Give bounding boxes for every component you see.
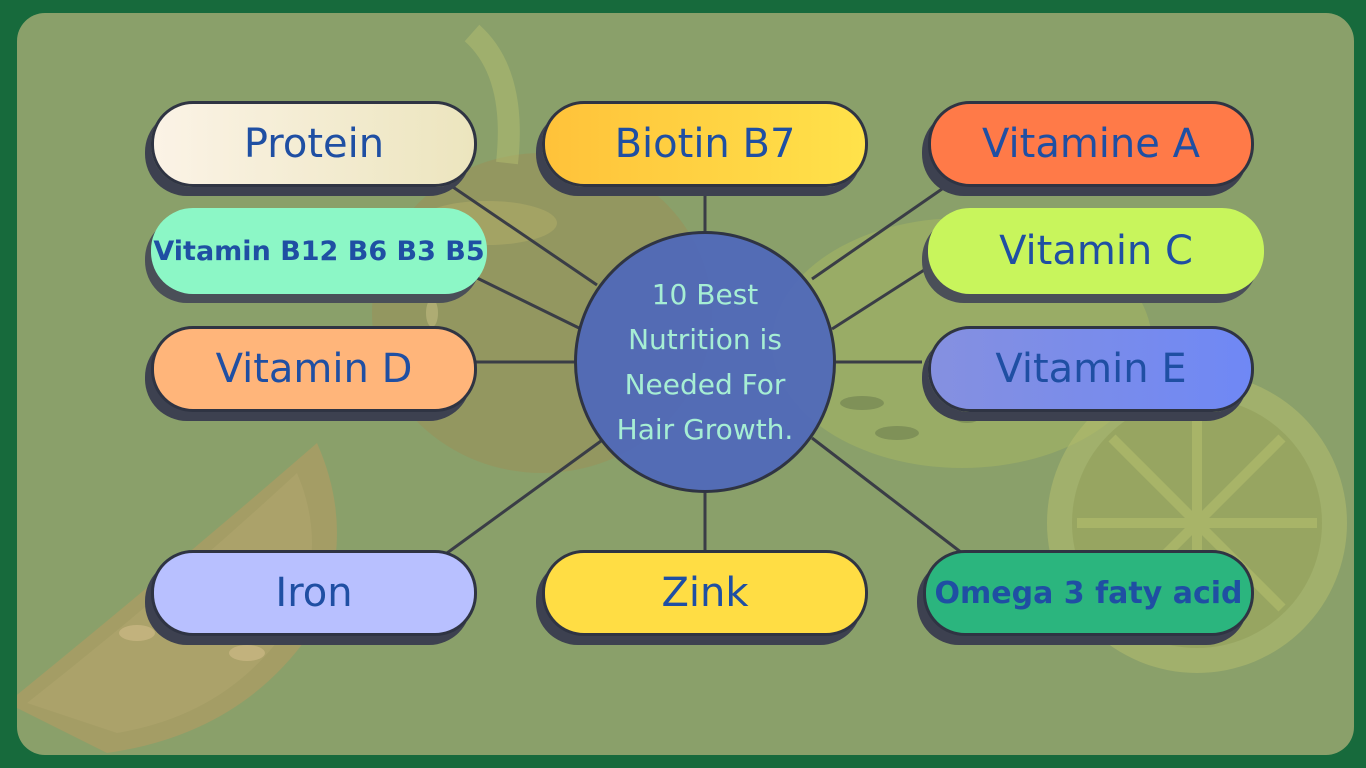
node-label: Vitamin C xyxy=(999,228,1193,274)
node-label: Vitamin B12 B6 B3 B5 xyxy=(153,235,485,267)
node-label: Protein xyxy=(243,121,385,167)
node-vitamine-a: Vitamine A xyxy=(928,101,1254,187)
diagram-panel: Protein Biotin B7 Vitamine A Vitamin B12… xyxy=(17,13,1354,755)
node-protein: Protein xyxy=(151,101,477,187)
node-biotin-b7: Biotin B7 xyxy=(542,101,868,187)
node-label: Vitamin E xyxy=(995,346,1187,392)
node-label: Iron xyxy=(275,570,353,616)
node-label: Zink xyxy=(661,570,749,616)
node-vitamin-b12-b6-b3-b5: Vitamin B12 B6 B3 B5 xyxy=(151,208,487,294)
node-vitamin-e: Vitamin E xyxy=(928,326,1254,412)
node-vitamin-d: Vitamin D xyxy=(151,326,477,412)
center-topic-text: 10 Best Nutrition is Needed For Hair Gro… xyxy=(616,278,794,446)
node-iron: Iron xyxy=(151,550,477,636)
node-label: Vitamine A xyxy=(982,121,1200,167)
node-label: Vitamin D xyxy=(215,346,413,392)
node-label: Biotin B7 xyxy=(614,121,796,167)
node-vitamin-c: Vitamin C xyxy=(928,208,1264,294)
node-label: Omega 3 faty acid xyxy=(934,575,1243,611)
node-omega-3-faty-acid: Omega 3 faty acid xyxy=(923,550,1254,636)
node-zink: Zink xyxy=(542,550,868,636)
center-topic: 10 Best Nutrition is Needed For Hair Gro… xyxy=(574,231,836,493)
connector-lines xyxy=(446,181,963,555)
